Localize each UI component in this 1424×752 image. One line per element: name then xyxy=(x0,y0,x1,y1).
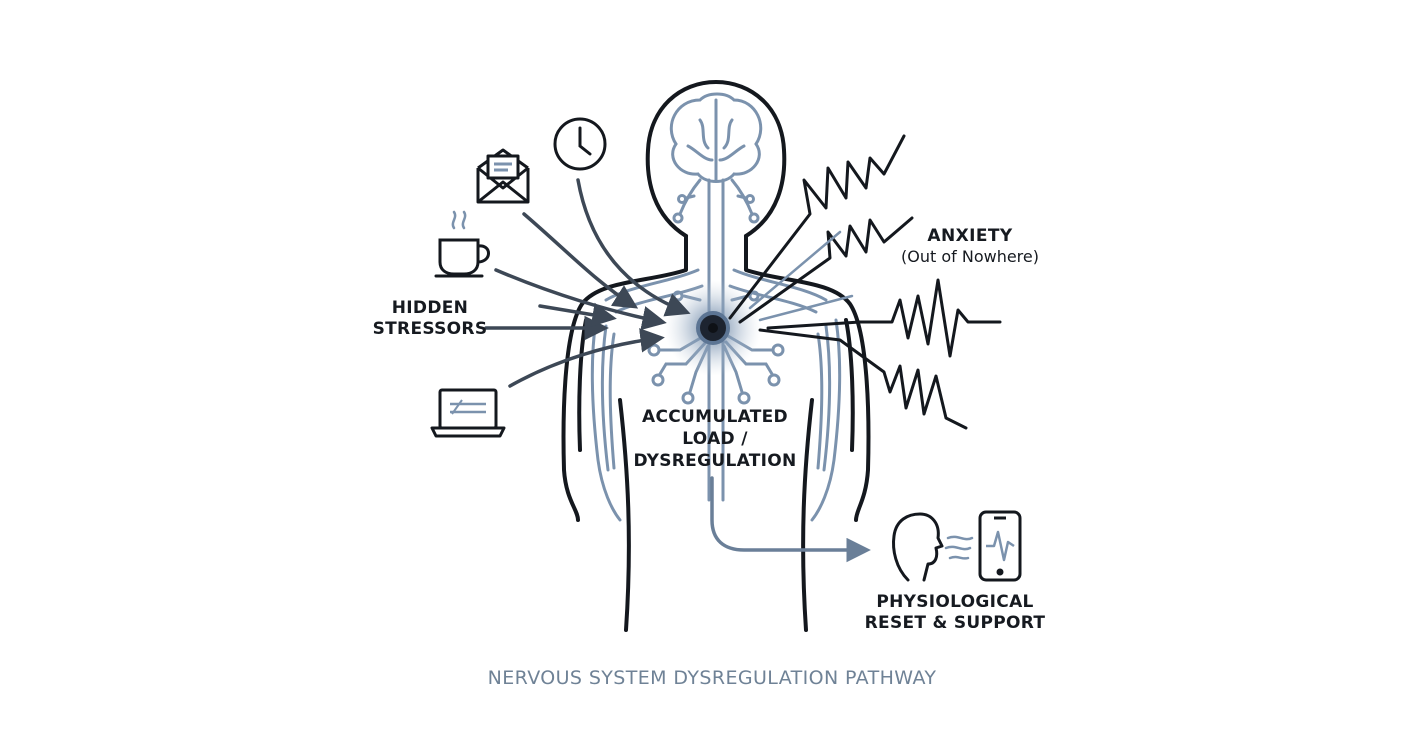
breathing-person-icon xyxy=(892,512,974,582)
stressor-arrows xyxy=(484,178,691,388)
arrow-from-clock xyxy=(576,178,691,317)
anxiety-signals xyxy=(728,134,1002,430)
arrow-from-envelope xyxy=(522,212,639,309)
zigzag-4 xyxy=(758,328,968,430)
hidden-stressors-label: HIDDEN STRESSORS xyxy=(372,298,488,339)
envelope-icon xyxy=(476,148,530,204)
arrow-from-laptop xyxy=(508,328,665,388)
zigzag-1 xyxy=(728,134,906,320)
phone-heart-rate-icon xyxy=(978,510,1022,582)
clock-icon xyxy=(553,117,607,171)
zigzag-3 xyxy=(766,278,1002,358)
reset-arrow xyxy=(710,476,871,563)
reset-support-label: PHYSIOLOGICAL RESET & SUPPORT xyxy=(864,592,1046,633)
arrow-from-coffee xyxy=(494,268,667,331)
zigzag-2 xyxy=(738,216,914,324)
coffee-cup-icon xyxy=(434,210,490,278)
laptop-icon xyxy=(430,388,506,438)
accumulated-load-label: ACCUMULATED LOAD / DYSREGULATION xyxy=(633,407,797,471)
brain-icon xyxy=(669,92,763,183)
diagram-caption: NERVOUS SYSTEM DYSREGULATION PATHWAY xyxy=(487,667,937,689)
anxiety-label: ANXIETY (Out of Nowhere) xyxy=(901,226,1039,266)
